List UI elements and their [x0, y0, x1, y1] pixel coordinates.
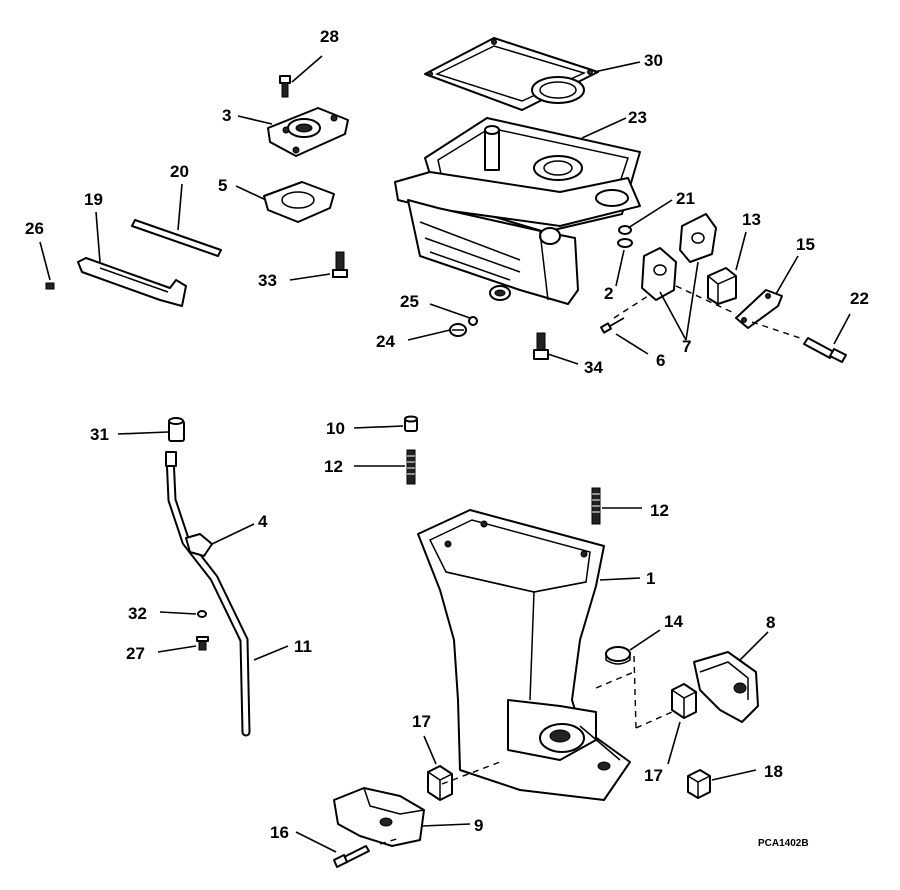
part-12-stud-lower [591, 487, 601, 525]
callout-22: 22 [850, 289, 869, 308]
callout-10: 10 [326, 419, 345, 438]
part-19-bracket [77, 257, 187, 307]
callout-3: 3 [222, 106, 231, 125]
part-32-oring [197, 610, 207, 618]
callout-9: 9 [474, 816, 483, 835]
callout-17-left: 17 [412, 712, 431, 731]
callout-8: 8 [766, 613, 775, 632]
part-25-plug [468, 316, 478, 326]
part-27-screw [196, 636, 209, 651]
callout-20: 20 [170, 162, 189, 181]
part-26-screw [45, 282, 55, 290]
part-33-bolt [332, 251, 348, 278]
assembly-lines [379, 285, 801, 845]
part-18-pad [687, 769, 711, 799]
part-17-pad-right [671, 683, 697, 719]
part-30-gasket [424, 37, 599, 111]
callout-28: 28 [320, 27, 339, 46]
part-14-grommet [605, 646, 631, 665]
part-17-pad-left [427, 765, 453, 801]
part-2-washer [617, 238, 633, 248]
callout-5: 5 [218, 176, 227, 195]
part-7-mount-right [679, 213, 717, 263]
part-7-mount-left [641, 247, 677, 301]
callout-16: 16 [270, 823, 289, 842]
part-4-clamp [185, 533, 213, 557]
leader-lines [39, 55, 851, 853]
part-22-bolt [803, 337, 847, 363]
part-23-adapter-housing [394, 117, 641, 305]
part-8-mount-cover [693, 651, 759, 723]
callout-21: 21 [676, 189, 695, 208]
callout-12-upper: 12 [324, 457, 343, 476]
callout-4: 4 [258, 512, 268, 531]
callout-13: 13 [742, 210, 761, 229]
callout-27: 27 [126, 644, 145, 663]
callout-17-right: 17 [644, 766, 663, 785]
callout-25: 25 [400, 292, 419, 311]
callout-7: 7 [682, 337, 691, 356]
part-20-rod [131, 219, 222, 257]
part-10-cap [404, 415, 418, 432]
part-13-block [707, 267, 737, 305]
callout-18: 18 [764, 762, 783, 781]
part-5-gasket [263, 181, 335, 223]
callout-labels: 28 30 3 23 20 5 19 21 13 26 15 33 2 22 2… [25, 27, 869, 842]
part-11-water-tube [165, 451, 251, 737]
callout-26: 26 [25, 219, 44, 238]
callout-1: 1 [646, 569, 655, 588]
figure-code: PCA1402B [758, 838, 809, 849]
callout-32: 32 [128, 604, 147, 623]
callout-19: 19 [84, 190, 103, 209]
part-1-driveshaft-housing [417, 509, 631, 801]
callout-34: 34 [584, 358, 603, 377]
part-24-plug [449, 323, 467, 337]
callout-30: 30 [644, 51, 663, 70]
callout-15: 15 [796, 235, 815, 254]
part-12-stud-upper [406, 449, 416, 485]
part-15-plate [735, 289, 783, 329]
callout-2: 2 [604, 284, 613, 303]
callout-33: 33 [258, 271, 277, 290]
callout-11: 11 [294, 637, 312, 656]
part-9-mount-bracket [333, 787, 425, 847]
part-16-bolt [333, 845, 370, 868]
part-34-bolt [533, 332, 549, 360]
part-6-screw [600, 317, 625, 334]
part-3-cover [267, 107, 349, 157]
part-28-screw [279, 75, 291, 98]
callout-6: 6 [656, 351, 665, 370]
callout-24: 24 [376, 332, 395, 351]
part-31-cap [168, 417, 185, 442]
callout-23: 23 [628, 108, 647, 127]
callout-12-lower: 12 [650, 501, 669, 520]
callout-31: 31 [90, 425, 109, 444]
callout-14: 14 [664, 612, 683, 631]
